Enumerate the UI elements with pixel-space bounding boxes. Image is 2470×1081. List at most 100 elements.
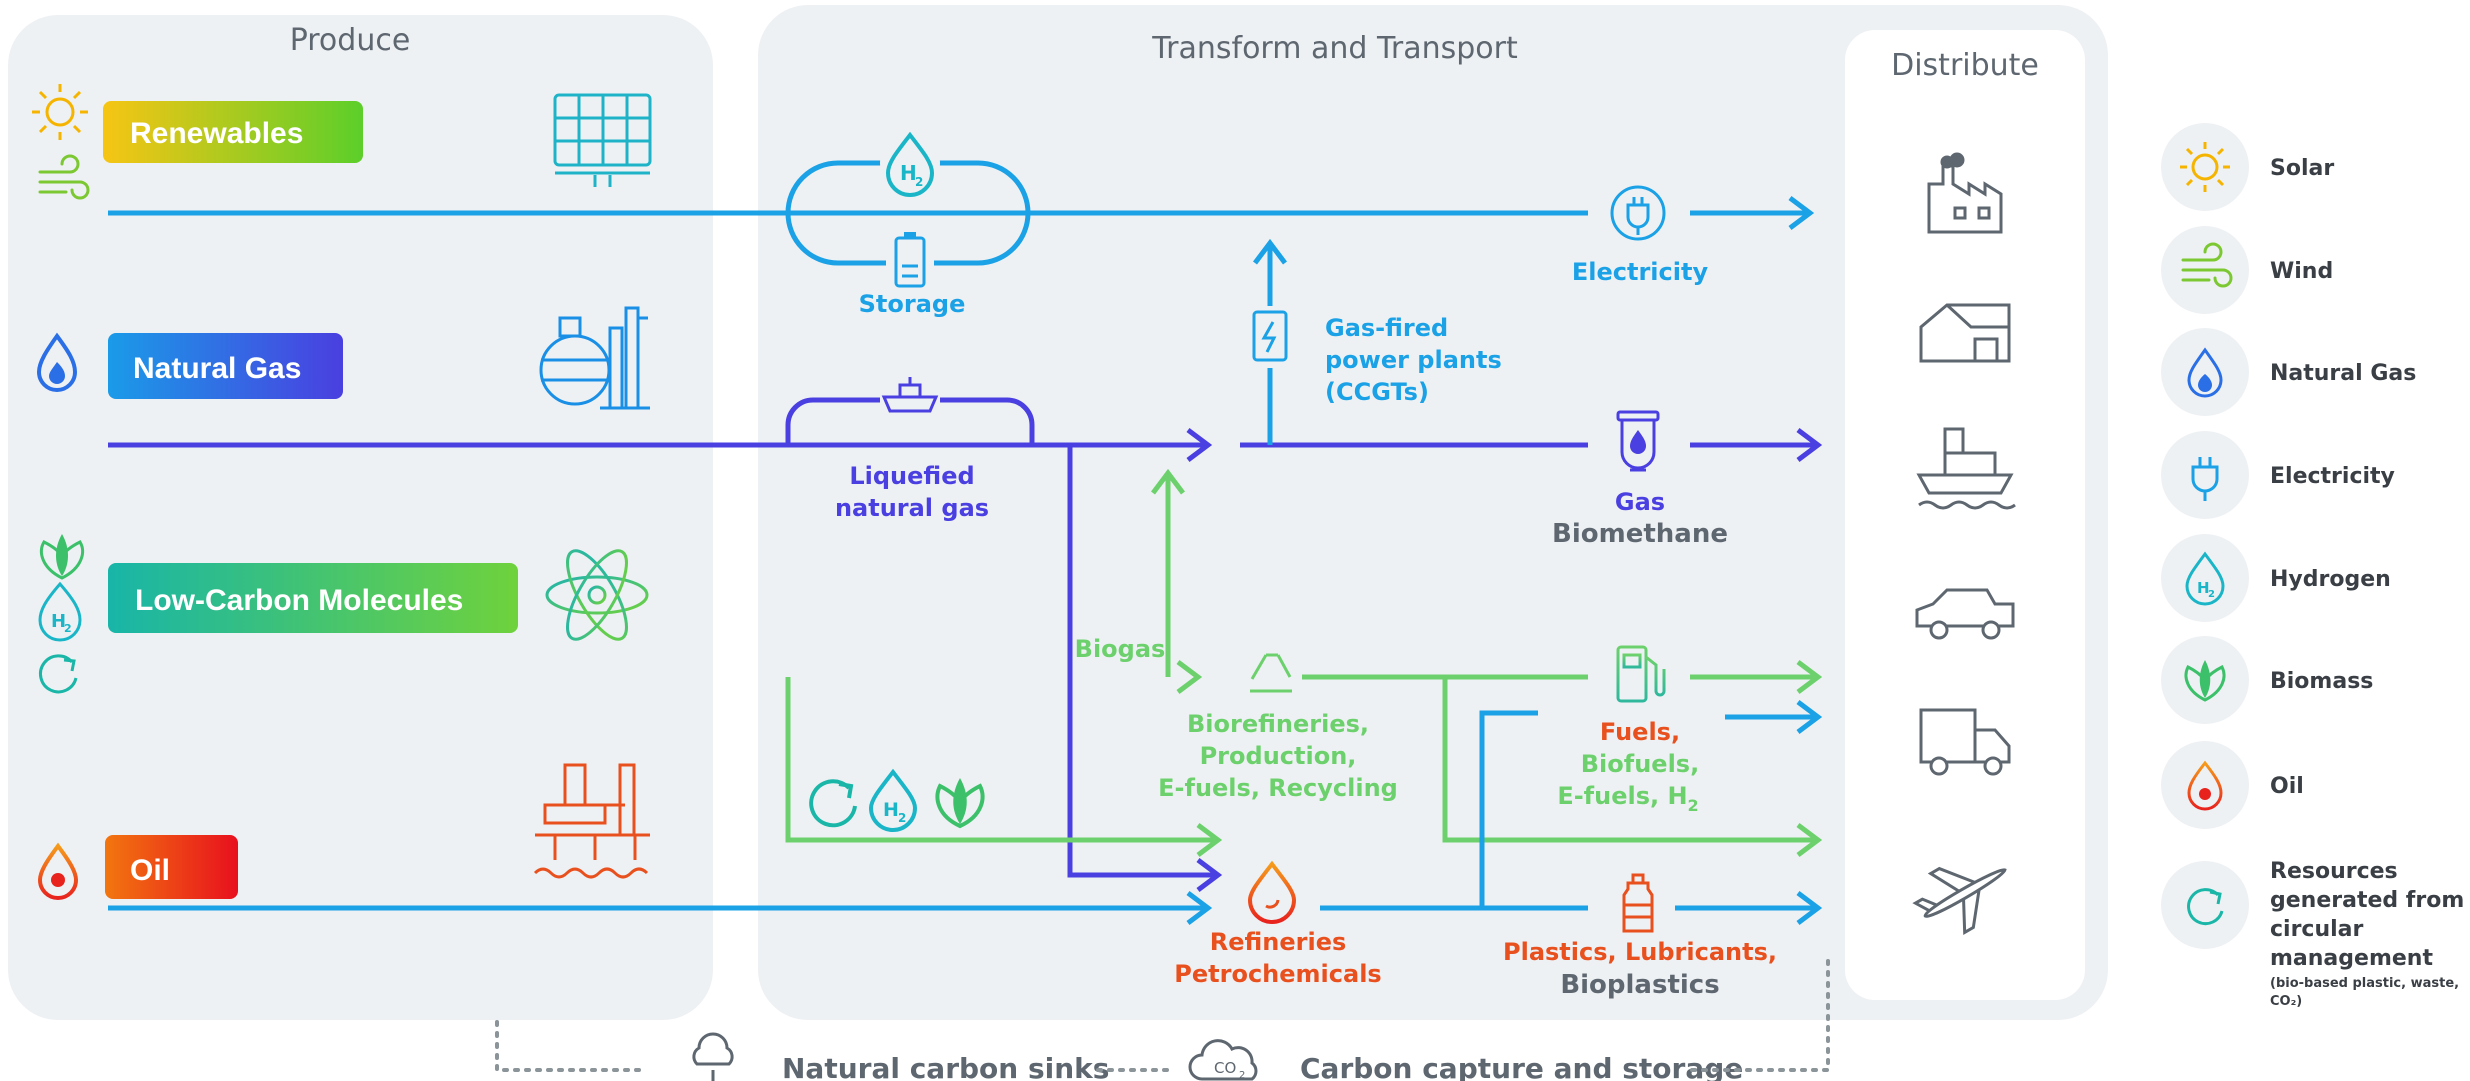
- electricity-plug-icon: [1610, 185, 1666, 241]
- power-plant-icon: [1250, 306, 1290, 368]
- electricity-arrow-head: [1788, 196, 1815, 230]
- svg-text:(bio-based plastic, waste,: (bio-based plastic, waste,: [2270, 976, 2459, 991]
- svg-text:H: H: [883, 799, 899, 821]
- bioref-label-1: Biorefineries,: [1187, 710, 1369, 738]
- low-carbon-to-refineries-line: [785, 677, 1218, 843]
- gas-fired-label-2: power plants: [1325, 346, 1502, 374]
- legend-sun-icon: [2180, 142, 2230, 192]
- svg-text:Wind: Wind: [2270, 259, 2333, 284]
- produce-panel: [8, 15, 713, 1020]
- storage-label: Storage: [859, 290, 966, 318]
- low-carbon-arrow-head: [1176, 660, 1203, 694]
- fuels-label-1: Fuels,: [1600, 718, 1680, 746]
- gas-to-refineries-line: [1067, 445, 1218, 878]
- transform-panel: [758, 5, 2108, 1020]
- legend-oil-drop-icon: [2187, 760, 2223, 811]
- biogas-label: Biogas: [1075, 635, 1166, 663]
- battery-icon: [886, 232, 934, 290]
- fuels-blue-arrow-head: [1796, 700, 1823, 734]
- hydrogen-icon: H 2: [38, 581, 82, 642]
- svg-text:CO: CO: [1214, 1059, 1236, 1077]
- gas-tank-icon: [539, 306, 650, 410]
- ccs-label: Carbon capture and storage: [1300, 1052, 1743, 1081]
- fuel-pump-icon: [1608, 641, 1668, 709]
- fuels-label-3: E-fuels, H2: [1557, 782, 1698, 815]
- svg-text:Low-Carbon Molecules: Low-Carbon Molecules: [135, 584, 463, 617]
- low-carbon-pill: Low-Carbon Molecules: [108, 563, 518, 633]
- gas-refinery-arrow-head: [1196, 858, 1223, 892]
- svg-text:Oil: Oil: [130, 854, 170, 887]
- legend-item-wind: Wind: [2161, 226, 2333, 314]
- lng-label-2: natural gas: [835, 494, 989, 522]
- gas-burner-icon: [1612, 410, 1664, 474]
- legend-leaf-icon: [2184, 660, 2226, 702]
- gas-label: Gas: [1615, 488, 1665, 516]
- gas-fired-label-3: (CCGTs): [1325, 378, 1429, 406]
- svg-text:Natural Gas: Natural Gas: [2270, 361, 2416, 386]
- produce-title: Produce: [290, 23, 411, 58]
- svg-text:circular: circular: [2270, 917, 2364, 942]
- plastics-green-arrow-head: [1796, 823, 1823, 857]
- oil-arrow-head: [1186, 891, 1213, 925]
- svg-text:2: 2: [64, 622, 72, 635]
- gas-arrow-head-2: [1796, 428, 1823, 462]
- distribute-title: Distribute: [1891, 48, 2039, 83]
- svg-text:2: 2: [2208, 589, 2215, 600]
- plastics-label-1: Plastics, Lubricants,: [1503, 938, 1777, 966]
- gas-arrow-head-1: [1186, 428, 1213, 462]
- svg-text:H: H: [51, 611, 66, 632]
- legend-item-oil: Oil: [2161, 741, 2304, 829]
- carbon-sinks-row: Natural carbon sinks CO 2 Carbon capture…: [495, 953, 1830, 1081]
- solar-panel-icon: [553, 93, 652, 187]
- svg-text:Renewables: Renewables: [130, 117, 303, 150]
- transform-title: Transform and Transport: [1151, 31, 1518, 66]
- airplane-icon: [1912, 866, 2007, 935]
- svg-text:Natural Gas: Natural Gas: [133, 352, 301, 385]
- svg-text:Resources: Resources: [2270, 859, 2398, 884]
- renewables-pill: Renewables: [103, 101, 363, 163]
- svg-text:H: H: [900, 161, 917, 185]
- refineries-label-2: Petrochemicals: [1174, 960, 1381, 988]
- legend-item-electricity: Electricity: [2161, 431, 2395, 519]
- legend-flame-icon: [2187, 347, 2223, 398]
- legend-item-natural-gas: Natural Gas: [2161, 328, 2416, 416]
- gas-fired-label-1: Gas-fired: [1325, 314, 1448, 342]
- lng-label-1: Liquefied: [849, 462, 974, 490]
- recycle-icon: [1242, 649, 1302, 705]
- circular-resources-icon: [39, 654, 78, 694]
- svg-text:management: management: [2270, 946, 2433, 971]
- plastics-label-2: Bioplastics: [1560, 970, 1719, 1000]
- bioref-label-3: E-fuels, Recycling: [1158, 774, 1398, 802]
- hydrogen-storage-icon: H 2: [880, 131, 940, 197]
- natural-sinks-label: Natural carbon sinks: [782, 1052, 1109, 1081]
- biomethane-label: Biomethane: [1552, 519, 1728, 549]
- svg-text:H: H: [2197, 579, 2210, 597]
- natural-gas-flame-icon: [36, 332, 78, 392]
- ship-icon: [1916, 427, 2016, 510]
- legend-wind-icon: [2181, 242, 2233, 288]
- bioref-label-2: Production,: [1200, 742, 1357, 770]
- hydrogen-mid-icon: H 2: [868, 768, 918, 832]
- svg-text:Oil: Oil: [2270, 774, 2304, 799]
- lng-ship-icon: [880, 377, 940, 413]
- offshore-platform-icon: [533, 763, 650, 879]
- biogas-arrow-head: [1151, 468, 1185, 495]
- plastic-bottle-icon: [1612, 871, 1664, 937]
- refinery-to-fuels-line: [1479, 710, 1538, 908]
- truck-icon: [1919, 708, 2011, 776]
- distribute-panel: [1845, 30, 2085, 1000]
- warehouse-icon: [1919, 303, 2011, 363]
- legend-plug-icon: [2191, 457, 2219, 501]
- car-icon: [1915, 588, 2015, 640]
- svg-text:CO₂): CO₂): [2270, 994, 2302, 1009]
- lc-refinery-arrow-head: [1196, 823, 1223, 857]
- oil-drop-icon: [37, 842, 79, 900]
- svg-text:Biomass: Biomass: [2270, 669, 2373, 694]
- svg-text:Electricity: Electricity: [2270, 464, 2395, 489]
- biomass-leaf-icon: [39, 534, 85, 580]
- natural-gas-pill: Natural Gas: [108, 333, 343, 399]
- oil-pill: Oil: [105, 835, 238, 899]
- tree-icon: [692, 1032, 734, 1081]
- refinery-drop-icon: [1242, 858, 1302, 924]
